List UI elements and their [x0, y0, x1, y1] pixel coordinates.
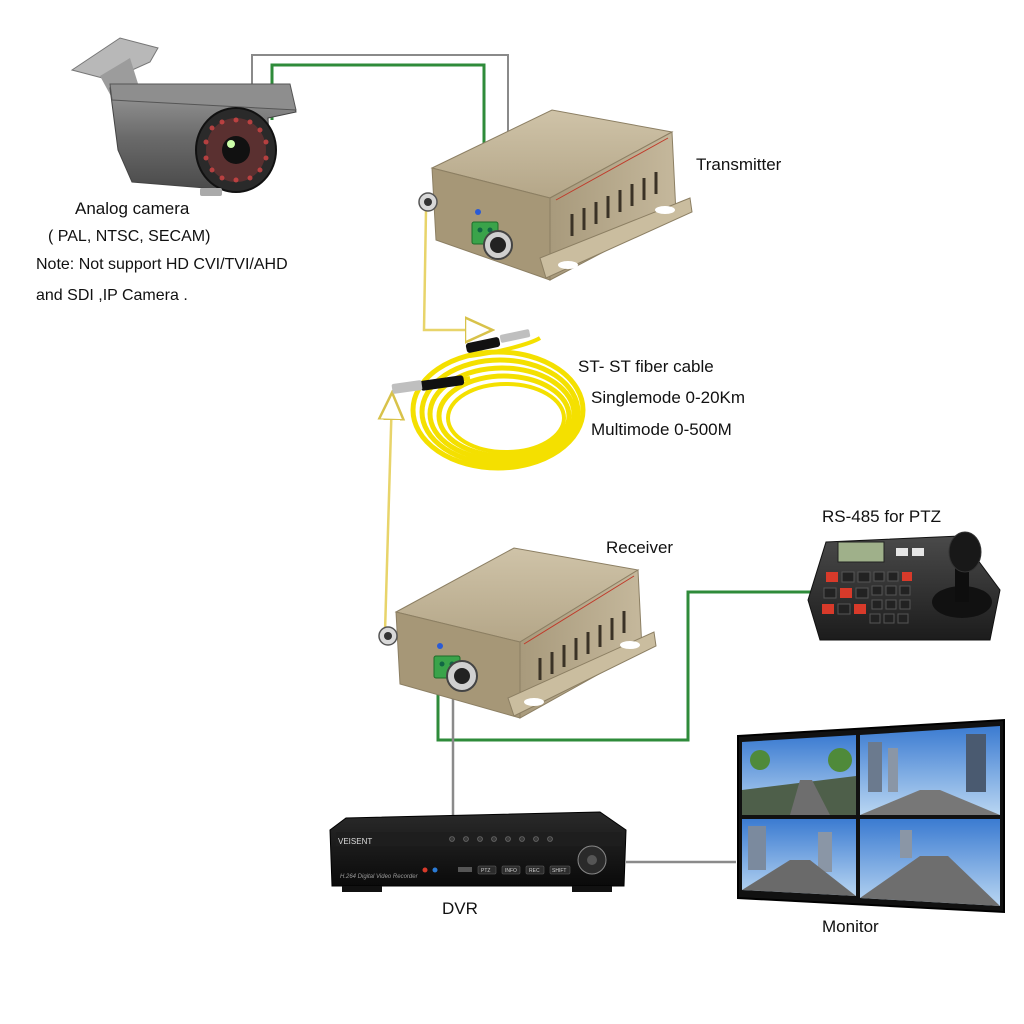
monitor-quad-bottom-left — [742, 819, 856, 896]
dvr-button-rec: REC — [529, 868, 540, 874]
receiver-label: Receiver — [606, 538, 674, 557]
receiver-rs485-cable — [436, 590, 812, 742]
dvr-device: VEISENT H.264 Digital Video Recorder PTZ… — [329, 811, 627, 892]
monitor-device — [737, 718, 1005, 914]
ptz-keyboard — [807, 531, 1001, 641]
dvr-button-row: PTZ INFO REC SHIFT — [477, 865, 571, 875]
fiber-cable — [391, 329, 586, 471]
fiber-singlemode: Singlemode 0-20Km — [591, 388, 746, 407]
fiber-title: ST- ST fiber cable — [578, 357, 714, 376]
monitor-quad-top-right — [860, 726, 1000, 815]
dvr-label: DVR — [442, 899, 478, 918]
dvr-button-info: INFO — [505, 868, 517, 874]
dvr-brand: VEISENT — [338, 837, 372, 846]
transmitter-device — [418, 109, 693, 281]
transmitter-fiber-link — [422, 209, 490, 330]
camera-formats: ( PAL, NTSC, SECAM) — [48, 228, 211, 245]
receiver-fiber-link — [385, 395, 392, 633]
camera-note-line1: Note: Not support HD CVI/TVI/AHD — [36, 256, 288, 273]
monitor-label: Monitor — [822, 917, 879, 936]
dvr-button-ptz: PTZ — [481, 868, 490, 874]
monitor-quad-bottom-right — [860, 819, 1000, 906]
analog-camera — [70, 37, 297, 196]
monitor-quad-top-left — [742, 735, 856, 815]
receiver-device — [378, 547, 657, 719]
ptz-keypad — [822, 571, 912, 624]
camera-note-line2: and SDI ,IP Camera . — [36, 287, 188, 304]
dvr-subtitle: H.264 Digital Video Recorder — [340, 874, 419, 880]
dvr-button-shift: SHIFT — [552, 868, 566, 874]
camera-title: Analog camera — [75, 199, 190, 218]
fiber-multimode: Multimode 0-500M — [591, 420, 732, 439]
transmitter-label: Transmitter — [696, 155, 782, 174]
ptz-label: RS-485 for PTZ — [822, 507, 942, 526]
